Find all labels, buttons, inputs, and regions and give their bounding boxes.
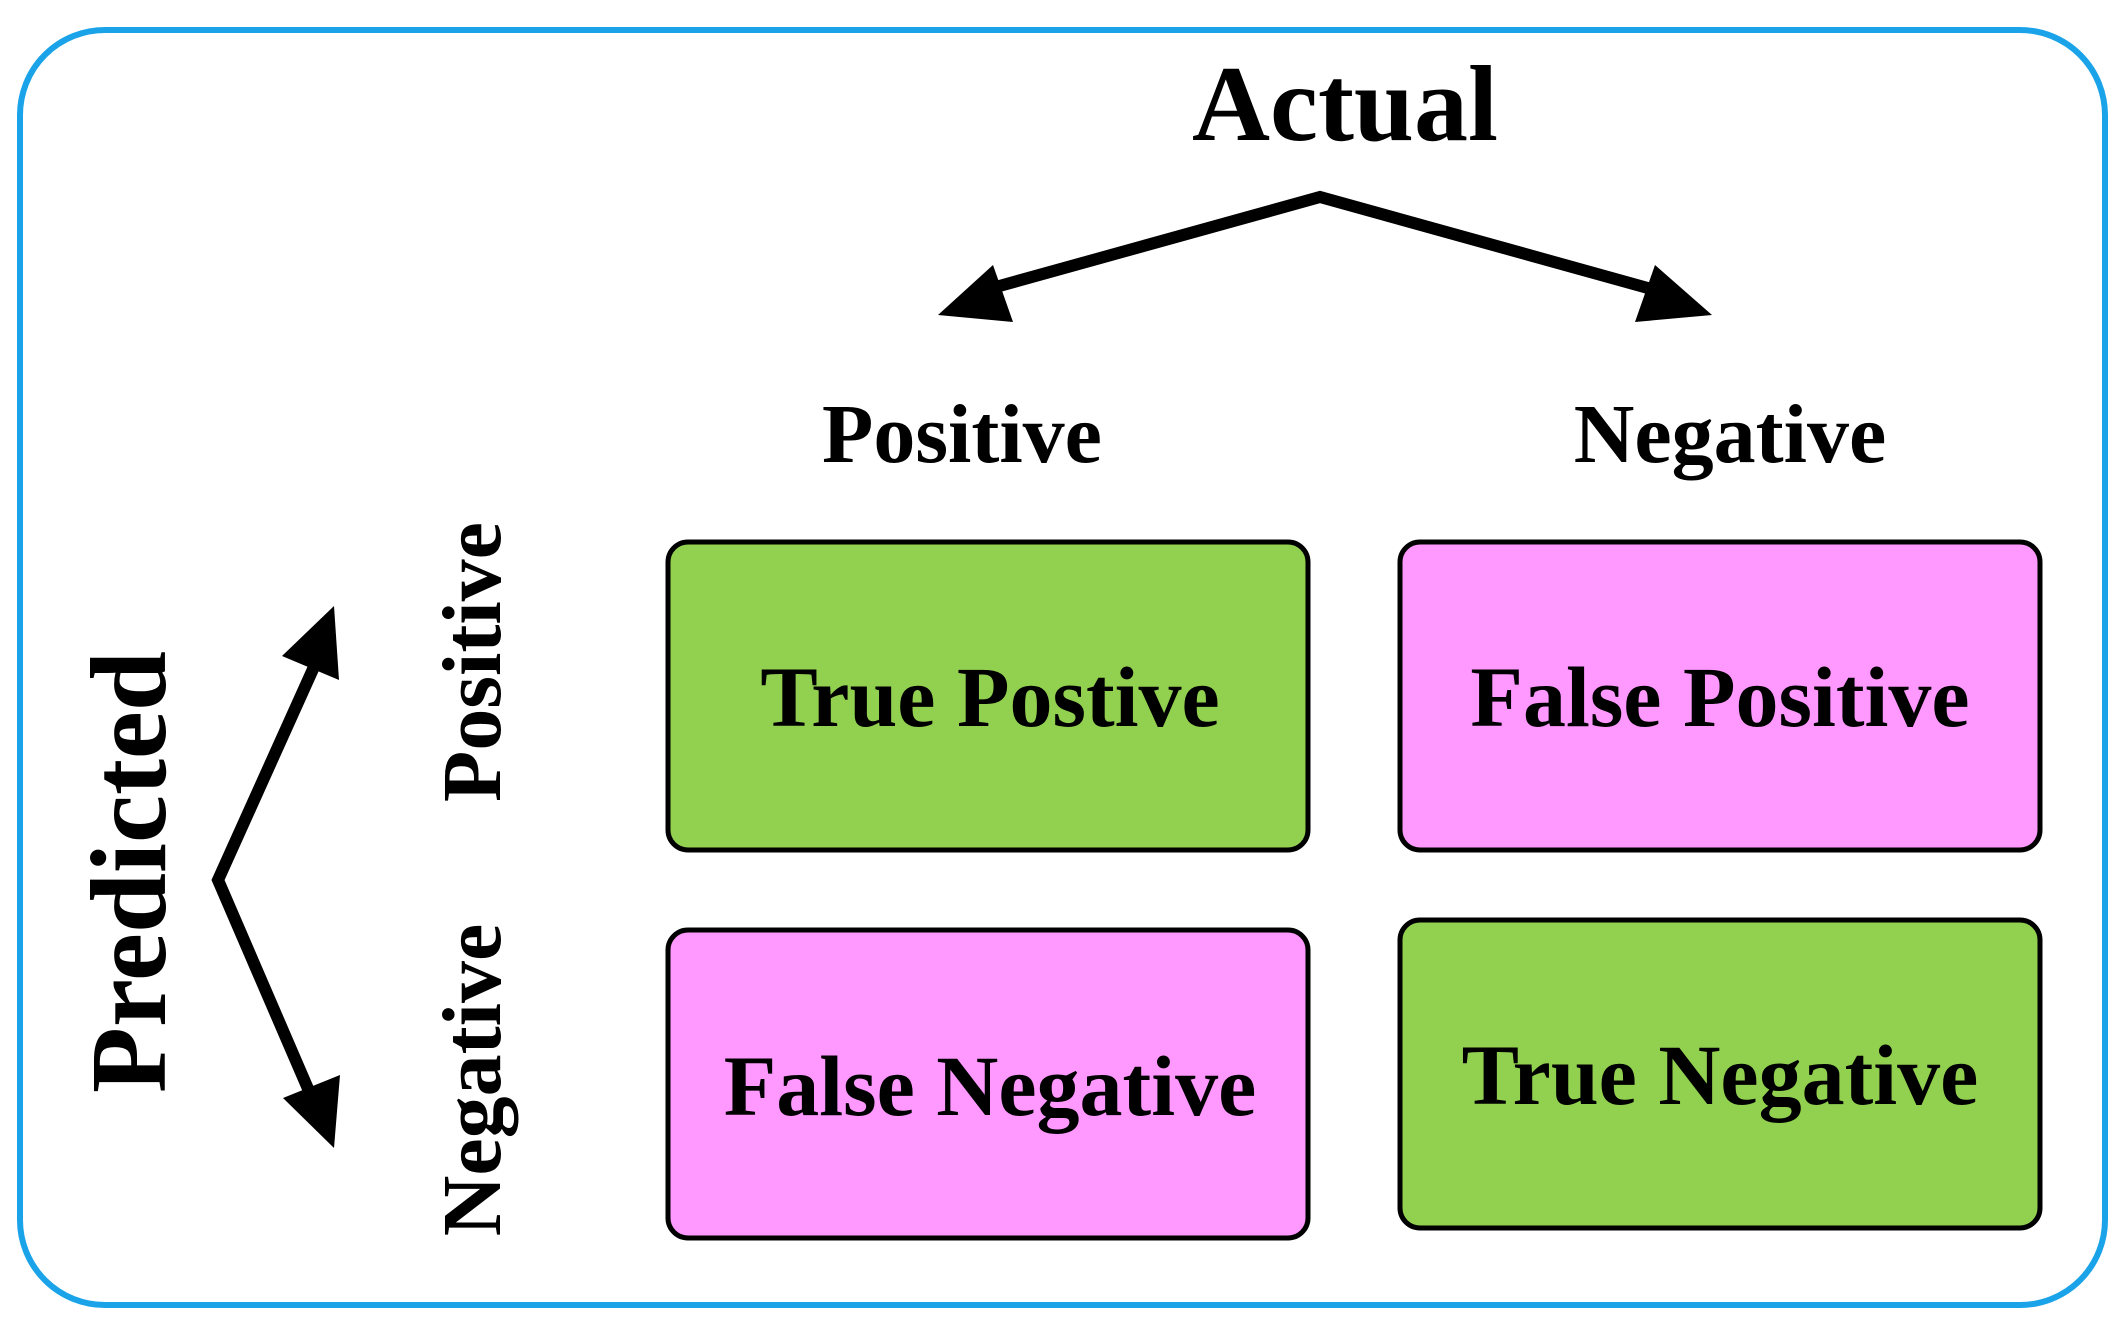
- predicted-branch-arrow: [211, 606, 340, 1148]
- cell-false-positive-box: [1397, 539, 2043, 853]
- actual-title: Actual: [1192, 45, 1498, 164]
- arrowhead-left-icon: [938, 265, 1013, 322]
- actual-positive-label: Positive: [822, 388, 1102, 481]
- cell-true-positive-box: [665, 539, 1311, 853]
- cell-true-positive-label: True Postive: [760, 649, 1219, 745]
- cell-false-negative-box: [665, 927, 1311, 1241]
- cell-false-negative-label: False Negative: [724, 1038, 1257, 1134]
- arrowhead-up-icon: [282, 606, 339, 680]
- actual-branch-line: [983, 190, 1657, 296]
- cell-true-positive: True Postive: [665, 539, 1311, 853]
- cell-true-negative-box: [1397, 917, 2043, 1231]
- cell-true-negative-label: True Negative: [1462, 1027, 1979, 1123]
- arrowhead-right-icon: [1635, 265, 1712, 322]
- predicted-branch-line: [211, 655, 324, 1101]
- predicted-negative-label: Negative: [426, 924, 519, 1237]
- actual-negative-label: Negative: [1574, 388, 1887, 481]
- cell-false-negative: False Negative: [665, 927, 1311, 1241]
- actual-branch-arrow: [938, 190, 1712, 322]
- cell-false-positive: False Positive: [1397, 539, 2043, 853]
- cell-true-negative: True Negative: [1397, 917, 2043, 1231]
- predicted-positive-label: Positive: [426, 522, 519, 802]
- predicted-title: Predicted: [70, 651, 189, 1093]
- arrowhead-down-icon: [283, 1075, 340, 1148]
- cell-false-positive-label: False Positive: [1470, 649, 1969, 745]
